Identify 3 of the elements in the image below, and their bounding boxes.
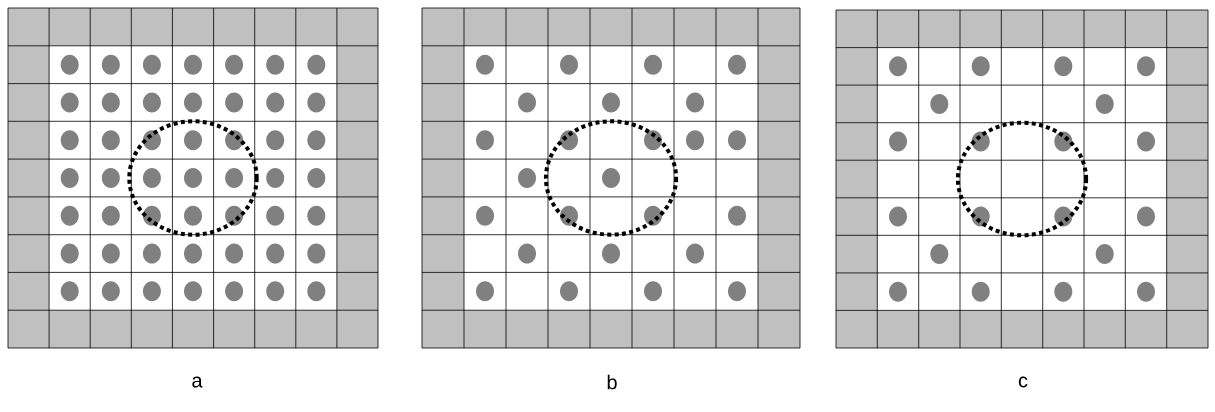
panel-label: b	[607, 374, 617, 390]
panel-label: c	[1018, 376, 1028, 388]
panel-label: a	[192, 376, 203, 388]
